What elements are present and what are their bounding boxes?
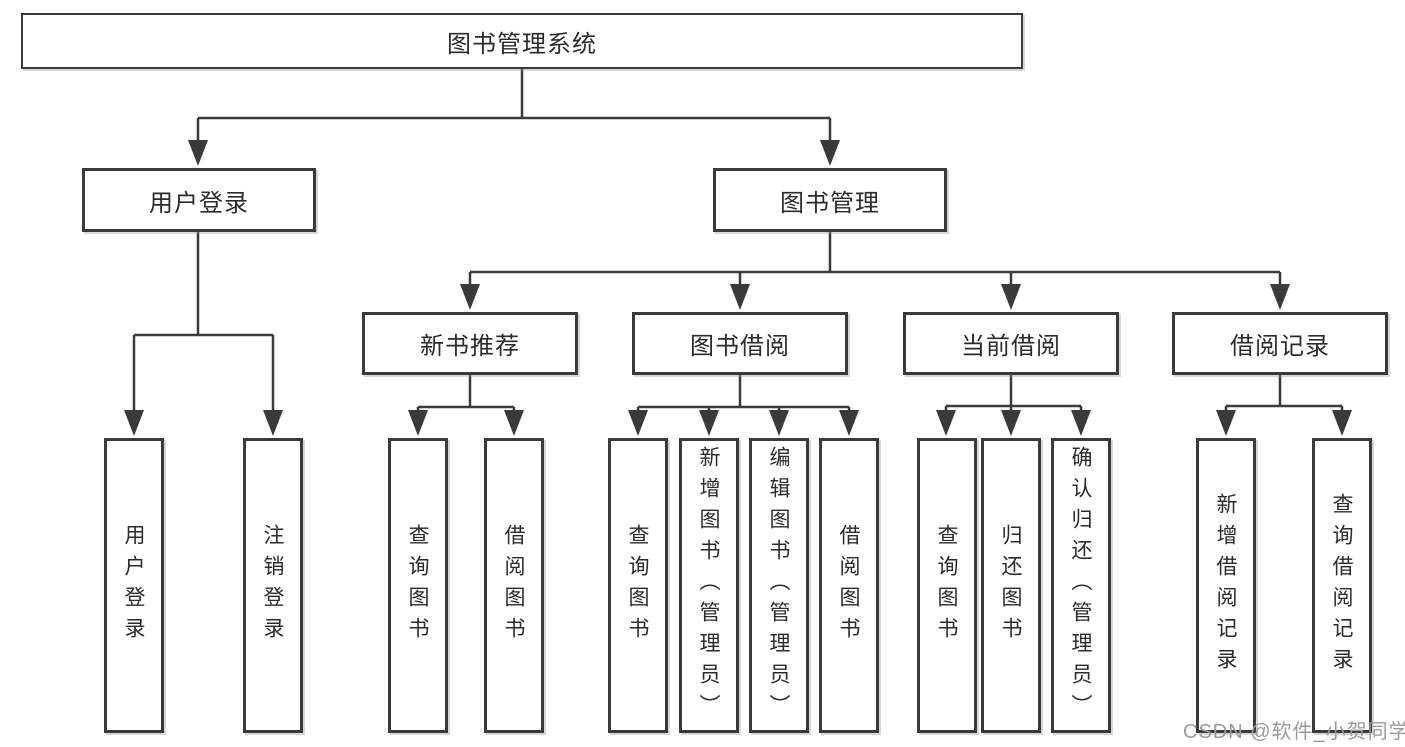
leaf-query-books-current: 查询图书 (917, 438, 977, 733)
leaf-query-borrow-record: 查询借阅记录 (1312, 438, 1372, 733)
csdn-watermark: CSDN @软件_小贺同学 (1183, 721, 1405, 743)
leaf-return-books: 归还图书 (981, 438, 1041, 733)
node-book-management: 图书管理 (713, 168, 947, 232)
leaf-borrow-books: 借阅图书 (819, 438, 879, 733)
leaf-borrow-books-recommend: 借阅图书 (484, 438, 544, 733)
node-root: 图书管理系统 (21, 13, 1023, 69)
node-borrowing-records: 借阅记录 (1172, 312, 1388, 375)
leaf-query-books-borrowing: 查询图书 (608, 438, 668, 733)
node-user-login: 用户登录 (82, 168, 316, 232)
node-current-borrowing: 当前借阅 (903, 312, 1119, 375)
leaf-user-login: 用户登录 (104, 438, 164, 733)
leaf-logout: 注销登录 (243, 438, 303, 733)
leaf-confirm-return-admin: 确认归还（管理员） (1051, 438, 1111, 733)
node-new-book-recommend: 新书推荐 (362, 312, 578, 375)
leaf-edit-books-admin: 编辑图书（管理员） (749, 438, 809, 733)
node-book-borrowing: 图书借阅 (632, 312, 848, 375)
leaf-query-books-recommend: 查询图书 (388, 438, 448, 733)
leaf-add-borrow-record: 新增借阅记录 (1196, 438, 1256, 733)
leaf-add-books-admin: 新增图书（管理员） (679, 438, 739, 733)
